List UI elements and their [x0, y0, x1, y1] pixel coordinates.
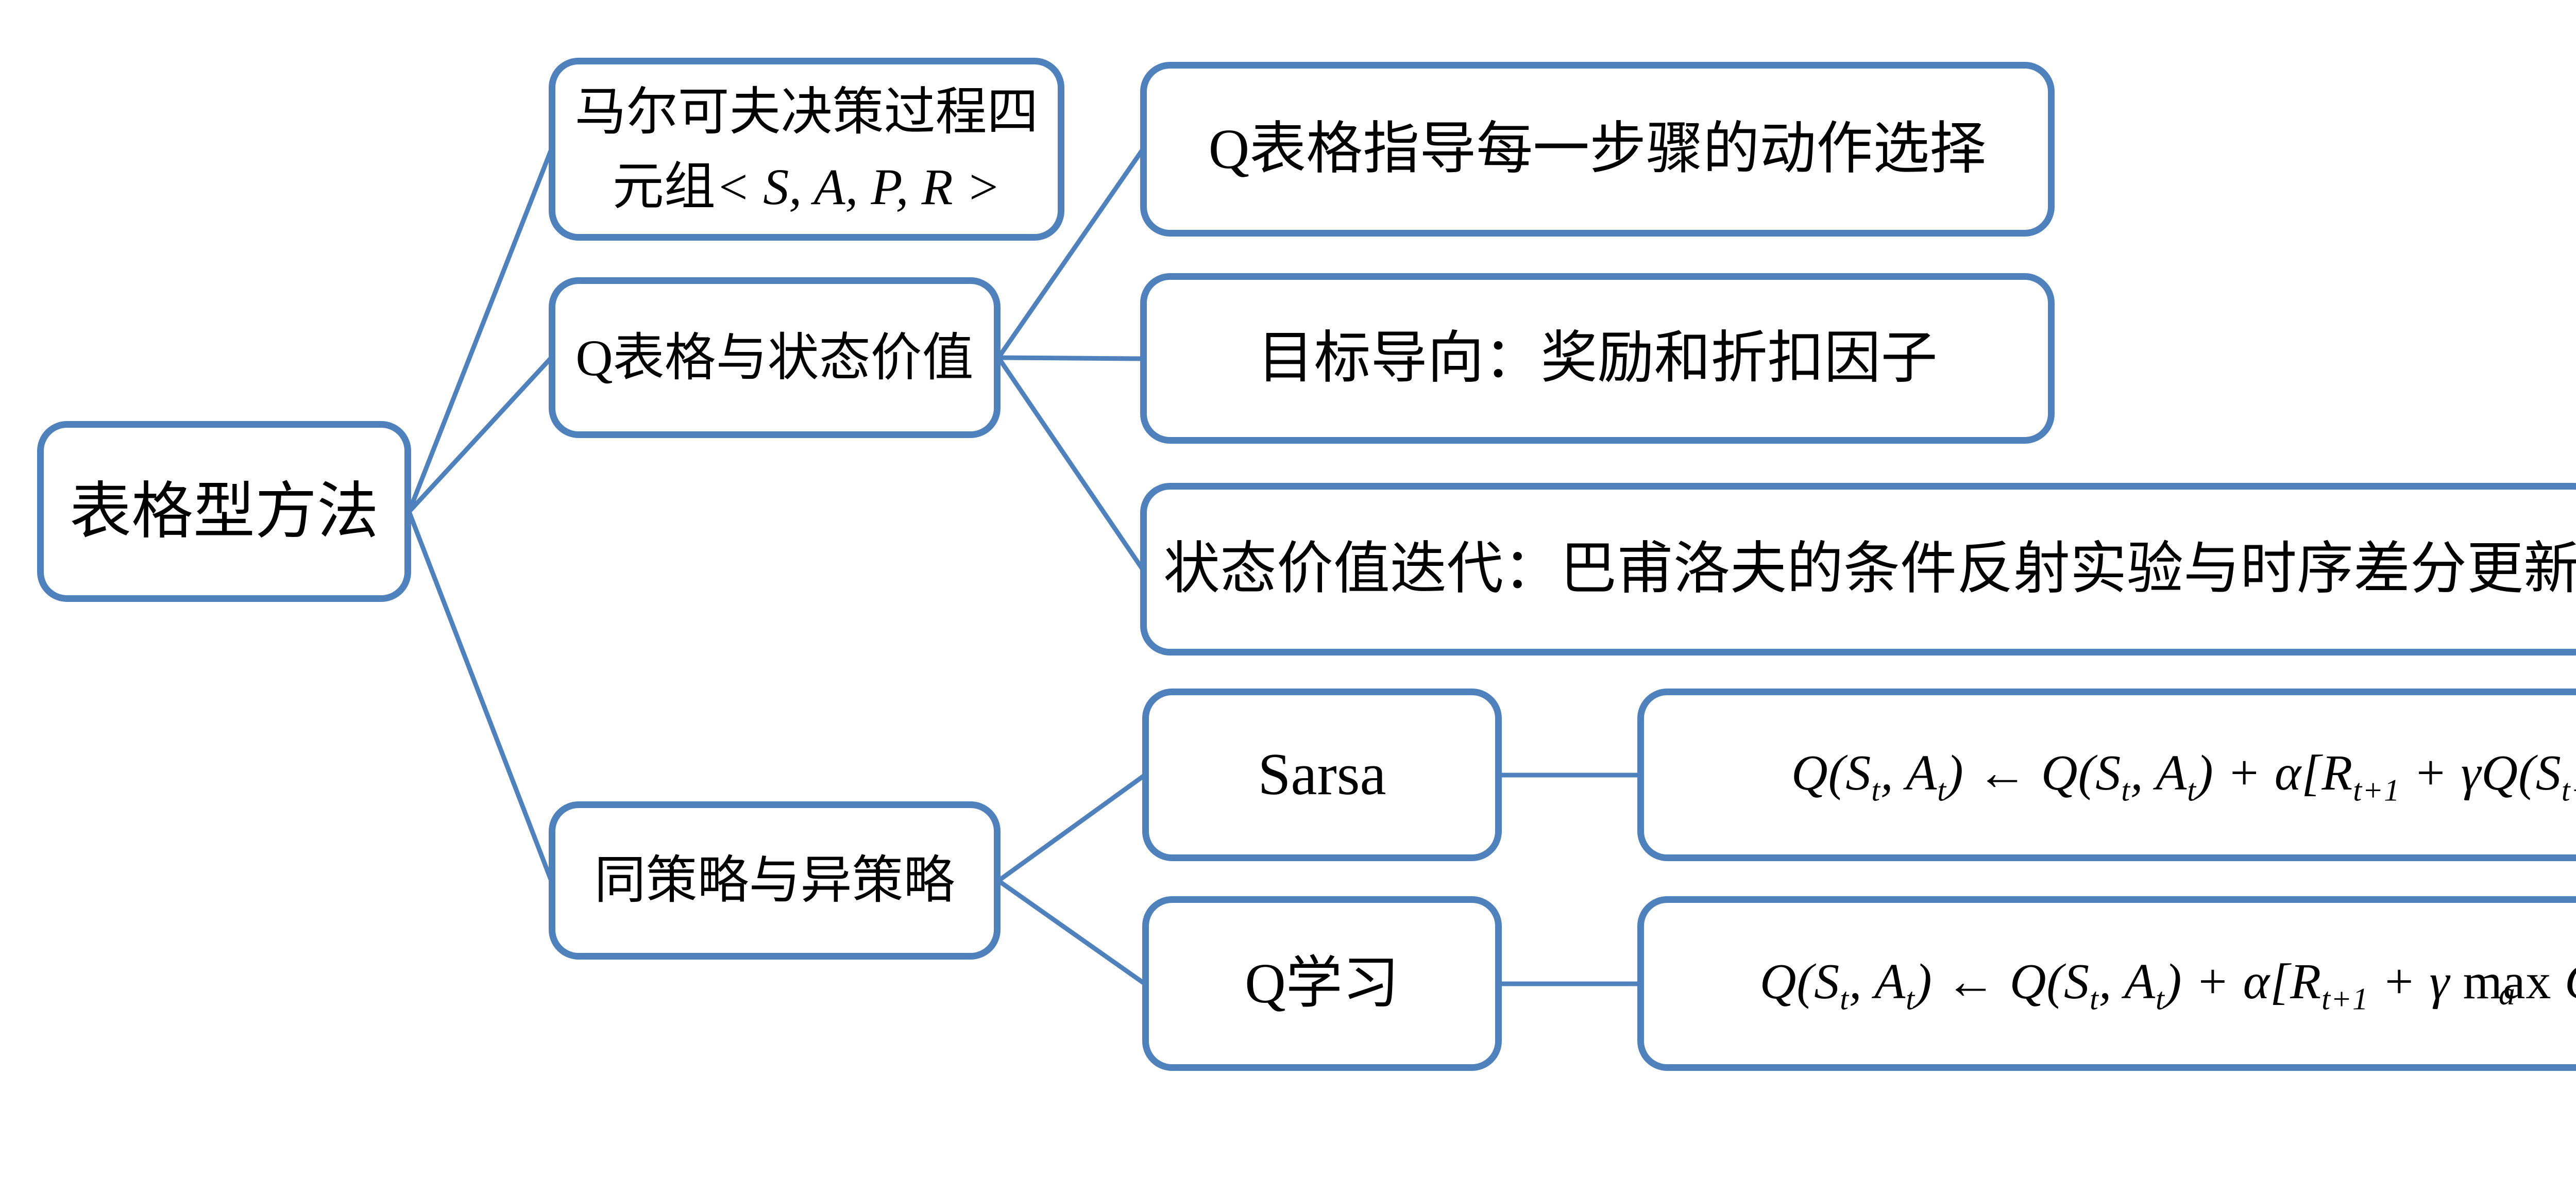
connector-root-mdp	[406, 148, 554, 513]
node-q-table-state-value: Q表格与状态价值	[549, 277, 1001, 438]
node-sarsa-formula: Q(St, At) ← Q(St, At) + α[Rt+1 + γQ(St+1…	[1637, 689, 2576, 861]
node-mdp-tuple: 马尔可夫决策过程四元组< S, A, P, R >	[549, 58, 1064, 241]
connector-qtable-child2	[998, 355, 1143, 361]
node-root: 表格型方法	[37, 421, 411, 602]
node-on-off-policy: 同策略与异策略	[549, 801, 1001, 960]
node-state-value-iteration-label: 状态价值迭代：巴甫洛夫的条件反射实验与时序差分更新	[1163, 537, 2576, 600]
node-root-label: 表格型方法	[70, 477, 379, 546]
node-q-learning: Q学习	[1142, 896, 1502, 1071]
node-mdp-label: 马尔可夫决策过程四元组< S, A, P, R >	[574, 83, 1039, 215]
node-on-off-policy-label: 同策略与异策略	[594, 852, 955, 909]
node-q-table-label: Q表格与状态价值	[575, 329, 974, 387]
node-goal-oriented-label: 目标导向：奖励和折扣因子	[1257, 326, 1938, 390]
sarsa-formula: Q(St, At) ← Q(St, At) + α[Rt+1 + γQ(St+1…	[1791, 745, 2576, 808]
connector-root-qtable	[407, 356, 553, 514]
node-sarsa: Sarsa	[1142, 689, 1502, 861]
node-goal-oriented: 目标导向：奖励和折扣因子	[1140, 273, 2055, 444]
node-q-table-action-selection: Q表格指导每一步骤的动作选择	[1140, 62, 2055, 237]
node-q-learning-label: Q学习	[1245, 951, 1399, 1015]
connector-qtable-child3	[996, 356, 1145, 571]
connector-policy-sarsa	[997, 773, 1146, 883]
mdp-tuple-math: < S, A, P, R >	[715, 158, 1001, 215]
node-state-value-iteration: 状态价值迭代：巴甫洛夫的条件反射实验与时序差分更新	[1140, 483, 2576, 656]
connector-root-policy	[406, 511, 554, 882]
connector-qtable-child1	[996, 148, 1145, 359]
node-q-table-action-selection-label: Q表格指导每一步骤的动作选择	[1208, 117, 1987, 180]
node-sarsa-label: Sarsa	[1258, 742, 1386, 808]
connector-policy-qlearning	[997, 879, 1146, 986]
